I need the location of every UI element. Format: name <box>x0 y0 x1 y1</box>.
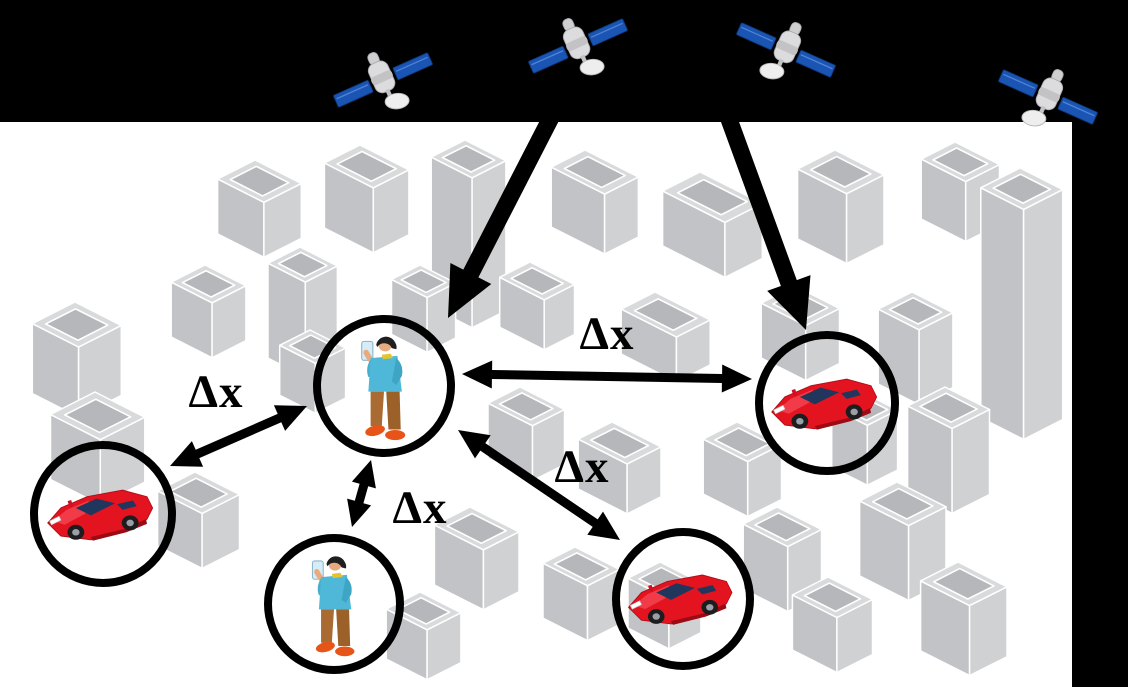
gnss-satellite-icon <box>988 47 1108 147</box>
agent-car-bottom <box>612 528 754 670</box>
agent-car-left <box>30 441 176 587</box>
delta-x-label-top: Δx <box>579 308 635 360</box>
agent-pedestrian-bottom <box>264 534 404 674</box>
gnss-satellite-icon <box>518 0 638 96</box>
red-car-icon <box>766 367 888 440</box>
delta-x-label-bottom: Δx <box>392 482 448 534</box>
red-car-icon <box>42 478 164 551</box>
pedestrian-icon <box>348 328 420 444</box>
pedestrian-icon <box>299 548 369 660</box>
red-car-icon <box>623 563 743 635</box>
agent-car-right <box>755 331 899 475</box>
delta-x-label-left: Δx <box>188 366 244 418</box>
gnss-satellite-icon <box>323 30 443 130</box>
gnss-satellite-icon <box>726 0 846 100</box>
agent-pedestrian-center <box>313 315 455 457</box>
delta-x-label-middle: Δx <box>554 441 610 493</box>
